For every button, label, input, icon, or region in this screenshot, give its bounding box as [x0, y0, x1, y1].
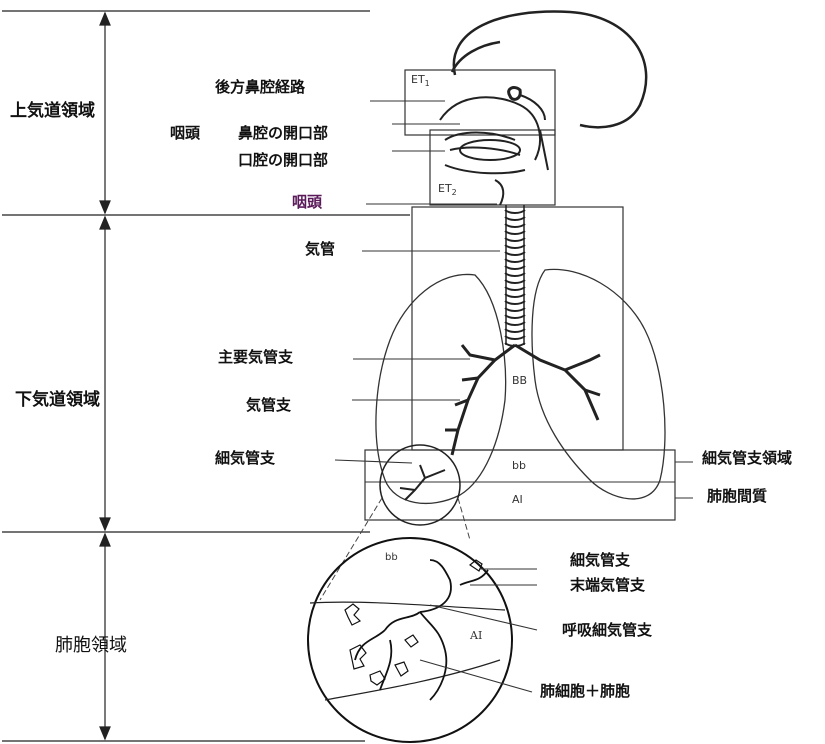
upper-region-dimension: [99, 11, 111, 215]
trachea-ring: [504, 321, 526, 326]
trachea-ring: [504, 265, 526, 270]
label-alveolar-duct-alveoli: 肺細胞＋肺胞: [540, 682, 631, 700]
label-inset-bronchioles: 細気管支: [570, 551, 631, 569]
et2-box: [429, 129, 556, 206]
label-pharynx: 咽頭: [292, 193, 323, 211]
trachea-ring: [504, 314, 526, 319]
nasal-oral-cavity: [439, 86, 549, 206]
bronchial-tree: [445, 343, 601, 456]
label-bronchioles: 細気管支: [215, 449, 276, 467]
region-alveolar: 肺胞領域: [55, 635, 127, 656]
trachea-ring: [504, 272, 526, 277]
lung-inset-circle: [379, 444, 461, 526]
code-inset-bb: bb: [385, 552, 398, 563]
code-bb-lower: bb: [512, 459, 526, 472]
trachea-ring: [504, 237, 526, 242]
trachea-ring: [504, 216, 526, 221]
trachea-ring: [504, 223, 526, 228]
bb-box: [411, 206, 624, 451]
head-outline: [450, 10, 648, 129]
label-terminal-bronchioles: 末端気管支: [570, 576, 646, 594]
label-bronchi: 気管支: [246, 396, 292, 414]
trachea-ring: [504, 230, 526, 235]
inset-lower-line: [324, 659, 501, 701]
code-et1: ET1: [411, 73, 430, 89]
trachea-ring: [504, 328, 526, 333]
label-main-bronchi: 主要気管支: [218, 348, 294, 366]
code-inset-ai: AI: [470, 629, 483, 642]
trachea-rings: [504, 209, 526, 347]
leader-lines: [334, 100, 693, 693]
inset-boundary-line: [309, 601, 506, 611]
trachea-ring: [504, 300, 526, 305]
inset-connector-left: [319, 497, 383, 601]
alveolar-inset-circle: [307, 537, 513, 743]
lung-inset-branches: [399, 464, 446, 501]
trachea-ring: [504, 244, 526, 249]
region-upper-respiratory: 上気道領域: [10, 101, 95, 121]
trachea-ring: [504, 251, 526, 256]
label-oral-opening: 口腔の開口部: [238, 151, 329, 169]
label-respiratory-bronchioles: 呼吸細気管支: [562, 621, 653, 639]
label-alveolar-interstitium: 肺胞間質: [707, 487, 768, 505]
lower-region-dimension: [99, 215, 111, 532]
et1-box: [404, 69, 556, 136]
trachea-ring: [504, 258, 526, 263]
region-lower-respiratory: 下気道領域: [15, 390, 100, 410]
label-pharynx-left: 咽頭: [170, 124, 201, 142]
code-et2: ET2: [438, 182, 457, 198]
label-bronchiolar-region: 細気管支領域: [702, 449, 793, 467]
label-nasal-opening: 鼻腔の開口部: [238, 124, 329, 142]
trachea-ring: [504, 293, 526, 298]
bb-lower-box: [364, 449, 676, 521]
trachea-ring: [504, 209, 526, 214]
lungs-outline: [375, 268, 666, 505]
alveolar-region-dimension: [99, 532, 111, 741]
code-bb-upper: BB: [512, 374, 528, 387]
trachea-ring: [504, 286, 526, 291]
label-posterior-nasal-passage: 後方鼻腔経路: [215, 78, 306, 96]
trachea-ring: [504, 279, 526, 284]
trachea-ring: [504, 307, 526, 312]
inset-alveoli: [344, 559, 483, 686]
trachea-ring: [504, 335, 526, 340]
inset-airways: [354, 559, 489, 701]
code-ai: AI: [512, 493, 523, 506]
inset-connector-right: [457, 497, 471, 541]
label-trachea: 気管: [305, 240, 336, 258]
